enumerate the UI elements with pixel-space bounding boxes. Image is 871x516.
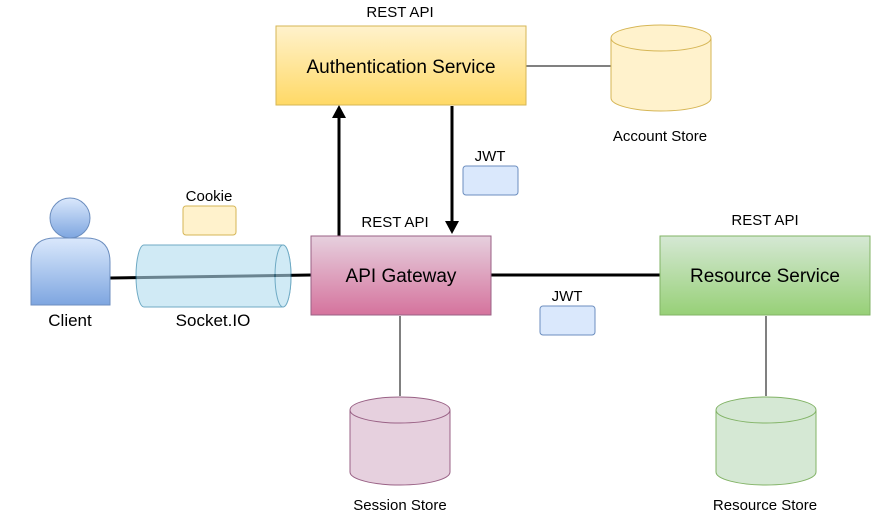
socketio-pipe[interactable] [135,244,292,308]
client-actor[interactable] [30,197,111,306]
socketio-label: Socket.IO [176,311,251,330]
resource-service-node[interactable]: Resource Service [659,235,871,316]
cookie-token[interactable] [182,205,237,236]
auth-to-gateway-arrowhead [445,221,459,234]
client-label: Client [48,311,92,330]
jwt-auth-token[interactable] [462,165,519,196]
auth-rest-api-label: REST API [366,4,433,21]
api-gateway-node[interactable]: API Gateway [310,235,492,316]
api-gateway-label: API Gateway [346,266,457,287]
gateway-rest-api-label: REST API [361,214,428,231]
account-store-label: Account Store [613,128,707,145]
account-store-cylinder[interactable] [610,24,712,112]
jwt-resource-token[interactable] [539,305,596,336]
gateway-to-auth-arrowhead [332,105,346,118]
resource-rest-api-label: REST API [731,212,798,229]
authentication-service-label: Authentication Service [306,57,495,78]
jwt-auth-label: JWT [475,148,506,165]
session-store-cylinder[interactable] [349,396,451,486]
cookie-label: Cookie [186,188,233,205]
authentication-service-node[interactable]: Authentication Service [275,25,527,106]
resource-store-label: Resource Store [713,497,817,514]
session-store-label: Session Store [353,497,446,514]
jwt-resource-label: JWT [552,288,583,305]
resource-service-label: Resource Service [690,266,840,287]
resource-store-cylinder[interactable] [715,396,817,486]
